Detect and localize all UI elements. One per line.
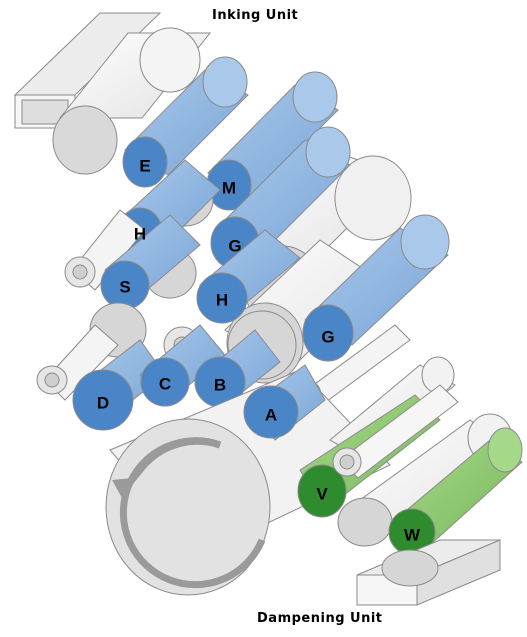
damp-roller-w xyxy=(388,427,523,556)
roller-label-d-9: D xyxy=(97,394,109,413)
ink-roller-e xyxy=(122,56,249,188)
ink-roller-a xyxy=(243,364,326,441)
rotation-arrow-icon xyxy=(112,437,266,589)
dampening-trough xyxy=(356,539,501,606)
ink-roller-s xyxy=(100,214,201,310)
ink-roller-m xyxy=(206,71,339,211)
roller-label-w-12: W xyxy=(404,526,421,545)
roller-label-m-1: M xyxy=(222,179,236,198)
roller-label-g-3: G xyxy=(228,237,241,256)
roller-label-e-0: E xyxy=(139,157,150,176)
small-axle-left-2 xyxy=(36,324,119,401)
roller-label-c-7: C xyxy=(159,375,171,394)
dampening-unit-title: Dampening Unit xyxy=(257,611,383,626)
inking-unit-title: Inking Unit xyxy=(212,8,299,23)
roller-label-g-6: G xyxy=(321,328,334,347)
fountain-roller xyxy=(52,27,212,175)
ink-roller-b xyxy=(194,329,281,411)
ink-roller-h-lower xyxy=(196,229,301,324)
roller-label-a-10: A xyxy=(265,406,277,425)
roller-label-v-11: V xyxy=(316,485,328,504)
small-axle-left-1 xyxy=(64,209,146,291)
damp-idle-roller xyxy=(337,497,393,547)
roller-label-h-2: H xyxy=(134,225,146,244)
roller-label-b-8: B xyxy=(214,376,226,395)
roller-label-s-4: S xyxy=(119,278,130,297)
ink-roller-g-lower xyxy=(302,214,450,362)
roller-labels: E M H G S H G C B D A V W xyxy=(97,157,421,545)
small-axle-damp xyxy=(332,384,459,479)
roller-label-h-5: H xyxy=(216,291,228,310)
ink-fountain-trough xyxy=(13,12,162,129)
